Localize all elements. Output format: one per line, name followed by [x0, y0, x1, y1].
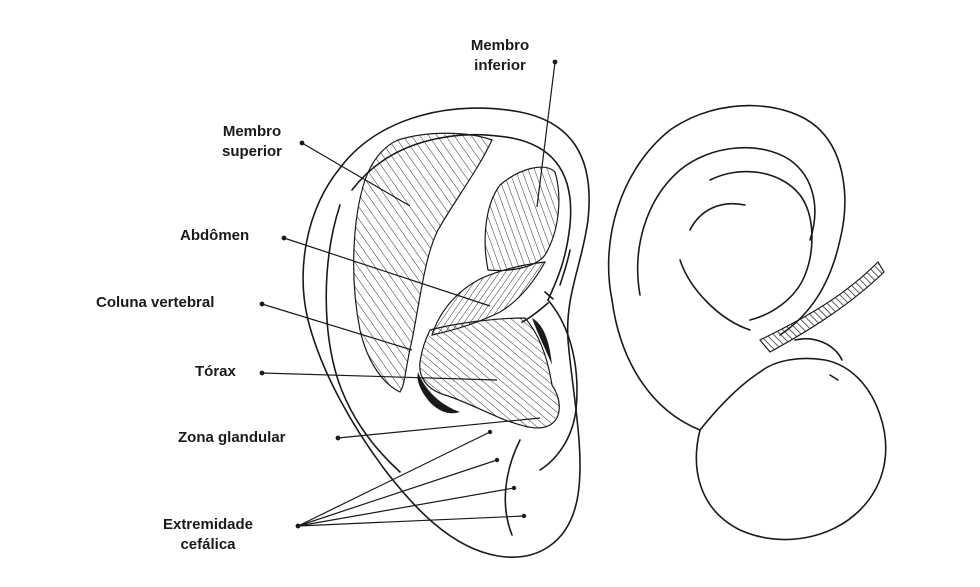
region-torax	[419, 317, 560, 429]
umbilical-cord	[759, 261, 885, 353]
label-torax: Tórax	[195, 363, 236, 380]
label-membro-inferior: Membro inferior	[470, 37, 530, 74]
label-abdomen: Abdômen	[180, 227, 250, 244]
label-coluna-vertebral: Coluna vertebral	[96, 294, 215, 311]
fetus-head	[695, 357, 887, 541]
region-membro-superior	[353, 132, 493, 393]
label-zona-glandular: Zona glandular	[178, 429, 286, 446]
label-membro-superior: Membro superior	[221, 123, 282, 160]
label-extremidade-cefalica: Extremidade cefálica	[162, 516, 254, 553]
fetus-outline	[607, 104, 846, 336]
region-membro-inferior	[484, 166, 560, 272]
region-zona-glandular	[417, 372, 460, 414]
ear-outline	[302, 107, 590, 558]
